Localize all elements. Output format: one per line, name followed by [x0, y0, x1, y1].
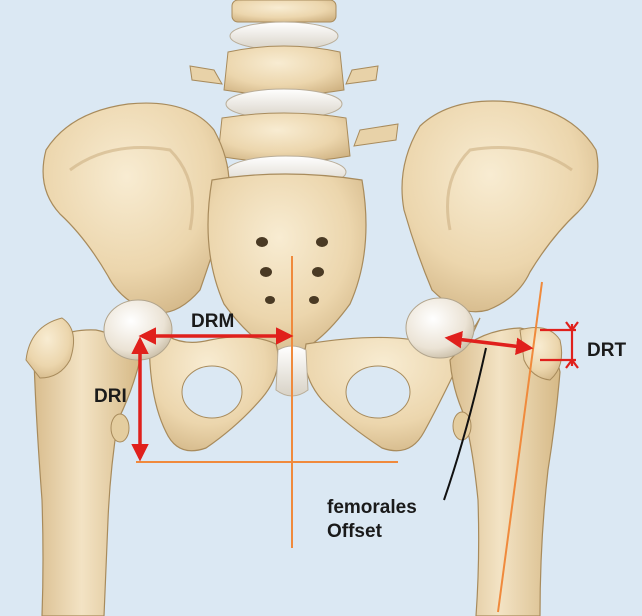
right-obturator-foramen — [346, 366, 410, 418]
right-femoral-head — [406, 298, 474, 358]
right-lesser-trochanter — [453, 412, 471, 440]
left-femoral-head — [104, 300, 172, 360]
label-dri: DRI — [94, 386, 127, 407]
label-drm: DRM — [191, 311, 234, 332]
label-drt: DRT — [587, 340, 626, 361]
left-obturator-foramen — [182, 366, 242, 418]
label-femorales: femorales — [327, 497, 417, 518]
left-lesser-trochanter — [111, 414, 129, 442]
label-offset: Offset — [327, 521, 383, 542]
